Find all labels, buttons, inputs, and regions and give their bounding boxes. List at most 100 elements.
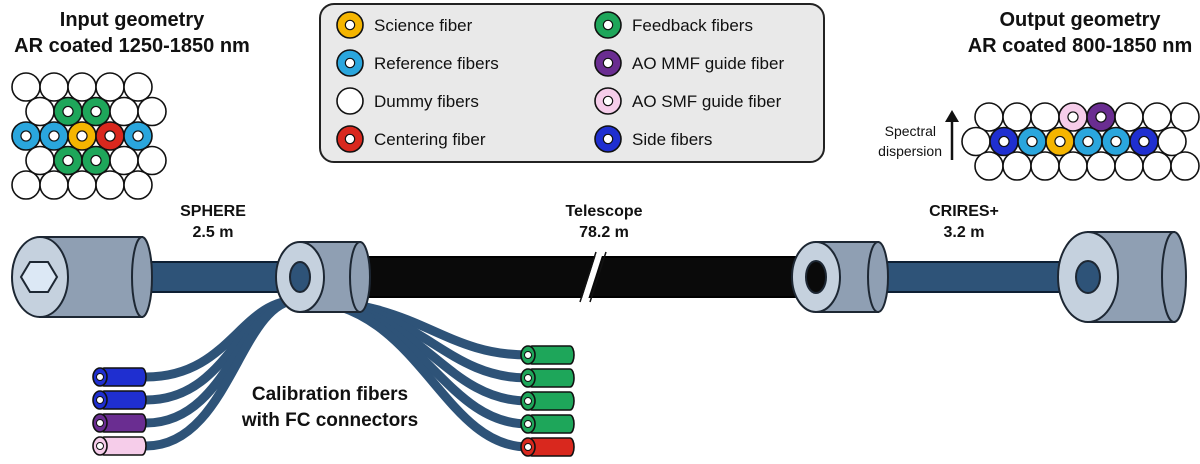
output-fiber-dummy: [961, 126, 991, 157]
output-fiber-reference: [1073, 126, 1103, 157]
output-fiber-ao_mmf: [1086, 102, 1116, 132]
sphere-length: 2.5 m: [193, 224, 234, 241]
input-fiber-dummy: [39, 72, 69, 102]
output-geometry-title: Output geometry: [999, 9, 1161, 31]
crires-length: 3.2 m: [944, 224, 985, 241]
output-fiber-dummy: [1030, 151, 1060, 181]
output-fiber-grid: [961, 102, 1200, 181]
crires-label: CRIRES+: [929, 203, 999, 220]
fc-connector-feedback: [520, 414, 575, 434]
dispersion-arrow-icon: [945, 110, 959, 160]
fc-connector-feedback: [520, 368, 575, 388]
input-fiber-feedback: [81, 145, 111, 176]
dispersion-label-line2: dispersion: [878, 143, 942, 159]
legend-label-dummy: Dummy fibers: [374, 92, 479, 111]
cable-telescope-section: [329, 251, 831, 303]
output-fiber-dummy: [1002, 102, 1032, 132]
dispersion-label-line1: Spectral: [885, 123, 936, 139]
cable-break-mark: [579, 251, 607, 303]
legend-label-ao_smf: AO SMF guide fiber: [632, 92, 782, 111]
input-fiber-dummy: [95, 170, 125, 200]
output-fiber-dummy: [1142, 151, 1172, 181]
sphere-label: SPHERE: [180, 203, 246, 220]
output-fiber-dummy: [1142, 102, 1172, 132]
input-geometry-coating: AR coated 1250-1850 nm: [14, 35, 250, 57]
input-fiber-dummy: [95, 72, 125, 102]
calibration-label-line1: Calibration fibers: [252, 384, 408, 405]
input-fiber-dummy: [25, 145, 55, 176]
output-fiber-science: [1045, 126, 1075, 157]
legend-swatch-feedback: [594, 11, 622, 39]
legend-swatch-ao_mmf: [594, 49, 622, 77]
fanout-connector: [275, 241, 371, 313]
input-fiber-reference: [11, 121, 41, 151]
fc-connector-feedback: [520, 391, 575, 411]
output-fiber-dummy: [1114, 151, 1144, 181]
legend-swatch-dummy: [336, 87, 364, 115]
input-fiber-feedback: [53, 145, 83, 176]
legend-swatch-side: [594, 125, 622, 153]
output-fiber-side: [1129, 126, 1159, 157]
output-fiber-dummy: [1157, 126, 1187, 157]
output-fiber-side: [989, 126, 1019, 157]
input-fiber-dummy: [11, 170, 41, 200]
output-fiber-dummy: [1170, 151, 1200, 181]
legend-swatch-reference: [336, 49, 364, 77]
output-geometry-coating: AR coated 800-1850 nm: [968, 35, 1193, 57]
fc-connectors-left: [92, 367, 147, 456]
telescope-label: Telescope: [565, 203, 642, 220]
legend-swatch-ao_smf: [594, 87, 622, 115]
fc-connector-feedback: [520, 345, 575, 365]
legend-label-side: Side fibers: [632, 130, 712, 149]
output-fiber-dummy: [974, 102, 1004, 132]
input-fiber-dummy: [11, 72, 41, 102]
input-fiber-feedback: [81, 96, 111, 127]
output-fiber-dummy: [1170, 102, 1200, 132]
output-fiber-ao_smf: [1058, 102, 1088, 132]
legend-swatch-centering: [336, 125, 364, 153]
input-fiber-dummy: [109, 96, 139, 127]
output-fiber-dummy: [1086, 151, 1116, 181]
calibration-fiber-left: [141, 295, 303, 451]
legend-swatch-science: [336, 11, 364, 39]
input-fiber-science: [67, 121, 97, 151]
output-fiber-reference: [1017, 126, 1047, 157]
input-fiber-dummy: [123, 72, 153, 102]
legend-label-science: Science fiber: [374, 16, 473, 35]
output-fiber-reference: [1101, 126, 1131, 157]
fc-connector-side: [92, 367, 147, 387]
input-fiber-dummy: [123, 170, 153, 200]
input-fiber-dummy: [137, 145, 167, 176]
output-connector: [1057, 231, 1187, 323]
telescope-length: 78.2 m: [579, 224, 629, 241]
input-fiber-dummy: [25, 96, 55, 127]
fc-connector-side: [92, 390, 147, 410]
legend-label-reference: Reference fibers: [374, 54, 499, 73]
output-fiber-dummy: [1002, 151, 1032, 181]
input-fiber-dummy: [67, 72, 97, 102]
input-fiber-feedback: [53, 96, 83, 127]
output-fiber-dummy: [1114, 102, 1144, 132]
input-connector: [11, 236, 153, 318]
crires-side-connector: [791, 241, 889, 313]
legend-label-ao_mmf: AO MMF guide fiber: [632, 54, 784, 73]
fc-connectors-right: [520, 345, 575, 457]
input-fiber-dummy: [109, 145, 139, 176]
output-fiber-dummy: [1030, 102, 1060, 132]
calibration-label-line2: with FC connectors: [241, 410, 418, 431]
input-fiber-reference: [123, 121, 153, 151]
legend-label-feedback: Feedback fibers: [632, 16, 753, 35]
input-fiber-centering: [95, 121, 125, 151]
fc-connector-ao_mmf: [92, 413, 147, 433]
fc-connector-ao_smf: [92, 436, 147, 456]
hexagon-ferrule-icon: [19, 261, 59, 293]
input-fiber-grid: [11, 72, 167, 200]
output-fiber-dummy: [1058, 151, 1088, 181]
input-fiber-dummy: [39, 170, 69, 200]
input-fiber-dummy: [137, 96, 167, 127]
fc-connector-centering: [520, 437, 575, 457]
input-geometry-title: Input geometry: [60, 9, 205, 31]
input-fiber-dummy: [67, 170, 97, 200]
